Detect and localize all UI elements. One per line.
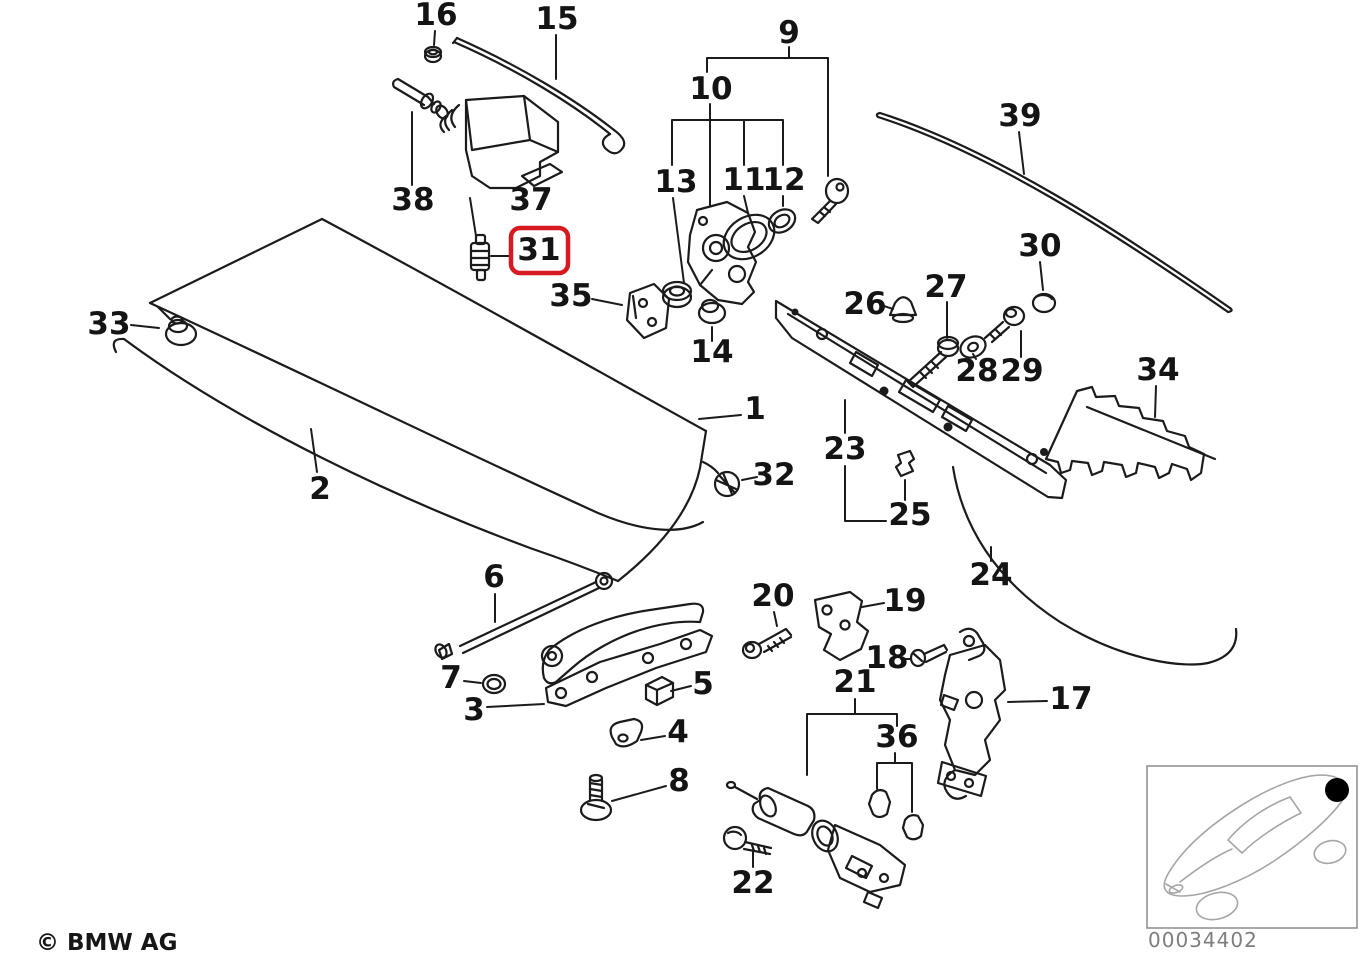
part-label-17[interactable]: 17 (1049, 681, 1092, 717)
rod-15-art (451, 34, 626, 155)
trim-strip-39-art (875, 111, 1233, 314)
highlight-box-part-31 (508, 225, 571, 276)
gasket-12-art (767, 208, 797, 234)
part-label-30[interactable]: 30 (1018, 228, 1061, 264)
part-label-1[interactable]: 1 (744, 391, 766, 427)
hinge-3-art (486, 602, 714, 708)
part-label-8[interactable]: 8 (668, 763, 690, 799)
clip-25-art (894, 449, 916, 501)
nut-13-art (661, 280, 693, 309)
bracket-lines-21-36 (806, 698, 913, 813)
part-label-34[interactable]: 34 (1136, 352, 1179, 388)
bracket-34-art (1044, 385, 1217, 482)
part-label-2[interactable]: 2 (309, 471, 331, 507)
part-label-32[interactable]: 32 (752, 457, 795, 493)
part-label-39[interactable]: 39 (998, 98, 1041, 134)
lock-barrel-21-art (725, 780, 907, 910)
part-label-22[interactable]: 22 (731, 865, 774, 901)
cap-30-art (1031, 261, 1057, 314)
part-label-7[interactable]: 7 (440, 660, 462, 696)
grommet-26-art (883, 296, 918, 324)
buffer-33-art (130, 315, 198, 347)
part-label-11[interactable]: 11 (722, 162, 765, 198)
part-label-13[interactable]: 13 (654, 164, 697, 200)
bracket-19-art (813, 590, 885, 662)
ring-7-art (463, 673, 507, 695)
car-location-thumbnail: 00034402 (1146, 765, 1358, 952)
part-label-9[interactable]: 9 (778, 15, 800, 51)
torsion-rod-6-art (434, 571, 614, 661)
part-label-16[interactable]: 16 (414, 0, 457, 33)
part-label-38[interactable]: 38 (391, 182, 434, 218)
grommet-14-art (697, 298, 727, 342)
bolt-20-art (741, 611, 793, 660)
screw-8-art (579, 773, 667, 822)
part-label-33[interactable]: 33 (87, 306, 130, 342)
bumper-31-art (469, 197, 512, 282)
lock-17-art (936, 627, 1048, 800)
part-label-18[interactable]: 18 (865, 640, 908, 676)
part-label-4[interactable]: 4 (667, 714, 689, 750)
trunk-lid-art (112, 217, 720, 583)
screw-18-art (900, 643, 949, 668)
wedge-36-art (867, 788, 925, 841)
part-label-23[interactable]: 23 (823, 431, 866, 467)
gasket-11-art (722, 213, 776, 261)
rear-panel-24-art (951, 465, 1238, 666)
car-outline-art (1163, 774, 1347, 921)
key-9-art (810, 177, 850, 225)
part-label-10[interactable]: 10 (689, 71, 732, 107)
part-label-6[interactable]: 6 (483, 559, 505, 595)
part-label-5[interactable]: 5 (692, 666, 714, 702)
clip-4-art (609, 717, 666, 748)
cap-16-art (423, 30, 443, 64)
part-label-12[interactable]: 12 (762, 162, 805, 198)
part-label-37[interactable]: 37 (509, 182, 552, 218)
pin-38-art (392, 77, 442, 186)
part-label-31-highlighted[interactable]: 31 (517, 232, 560, 268)
part-label-29[interactable]: 29 (1000, 353, 1043, 389)
part-label-14[interactable]: 14 (690, 334, 733, 370)
diagram-number: 00034402 (1148, 928, 1258, 952)
part-label-35[interactable]: 35 (549, 278, 592, 314)
part-label-21[interactable]: 21 (833, 664, 876, 700)
part-label-26[interactable]: 26 (843, 286, 886, 322)
bracket-35-art (591, 282, 671, 340)
washer-28-art (959, 335, 987, 360)
part-label-3[interactable]: 3 (463, 692, 485, 728)
block-5-art (644, 675, 692, 707)
part-label-15[interactable]: 15 (535, 1, 578, 37)
part-label-28[interactable]: 28 (955, 353, 998, 389)
part-label-36[interactable]: 36 (875, 719, 918, 755)
part-label-19[interactable]: 19 (883, 583, 926, 619)
bolt-29-art (983, 305, 1026, 358)
trunk-location-marker (1325, 778, 1349, 802)
part-label-25[interactable]: 25 (888, 497, 931, 533)
leader-lines-1-2 (310, 414, 742, 473)
part-label-20[interactable]: 20 (751, 578, 794, 614)
bolt-22-art (722, 825, 773, 868)
part-label-27[interactable]: 27 (924, 269, 967, 305)
actuator-37-art (435, 94, 564, 190)
bracket-lines-9-10-13-11-12 (671, 46, 829, 284)
part-label-24[interactable]: 24 (969, 557, 1012, 593)
thumbnail-border (1146, 765, 1358, 929)
plug-32-art (713, 470, 758, 498)
licence-panel-23-art (774, 299, 1068, 522)
copyright-text: © BMW AG (36, 930, 177, 956)
